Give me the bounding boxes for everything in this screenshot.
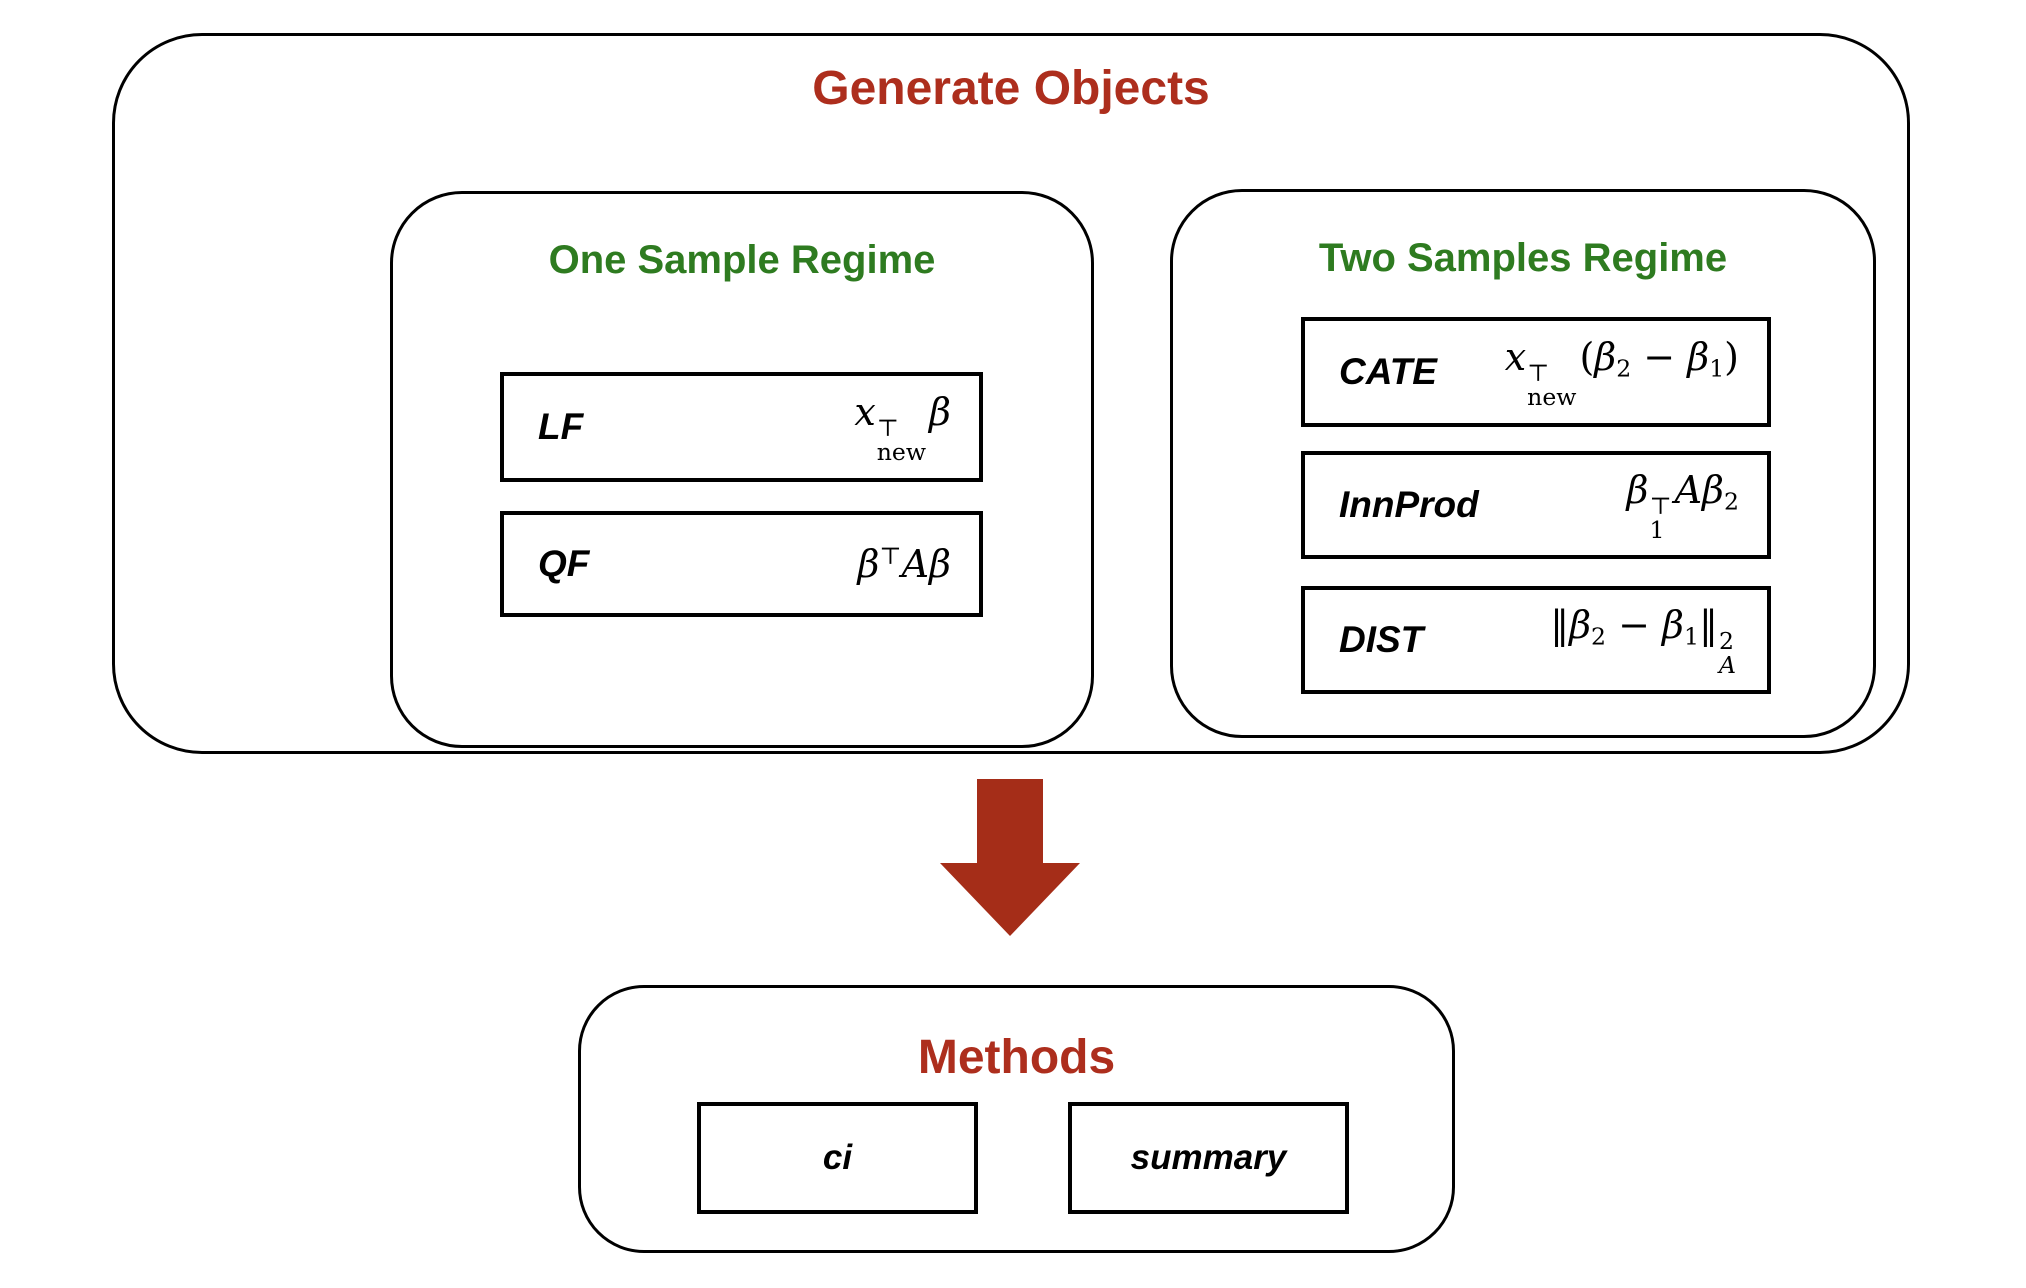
two-samples-regime-title: Two Samples Regime [1318,236,1728,280]
one-sample-regime-title: One Sample Regime [548,238,936,282]
generate-objects-title: Generate Objects [812,62,1210,115]
cate-item: CATE x⊤new(β2 − β1) [1301,317,1771,427]
cate-label: CATE [1339,351,1437,392]
down-arrow-icon [940,779,1080,936]
down-arrow-shaft [977,779,1043,865]
ci-item: ci [697,1102,978,1214]
two-samples-regime-group: Two Samples Regime CATE x⊤new(β2 − β1) I… [1170,189,1876,738]
qf-label: QF [538,543,590,584]
down-arrow-head [940,863,1080,936]
summary-item: summary [1068,1102,1349,1214]
qf-item: QF β⊤Aβ [500,511,983,617]
qf-formula: β⊤Aβ [857,542,951,586]
methods-group: Methods ci summary [578,985,1455,1253]
lf-label: LF [538,406,584,447]
generate-objects-group: Generate Objects One Sample Regime LF x⊤… [112,33,1910,754]
ci-label: ci [822,1138,853,1177]
cate-formula: x⊤new(β2 − β1) [1504,334,1739,412]
innprod-label: InnProd [1339,484,1479,525]
dist-label: DIST [1339,619,1424,660]
methods-title: Methods [917,1031,1116,1084]
summary-label: summary [1130,1138,1287,1177]
